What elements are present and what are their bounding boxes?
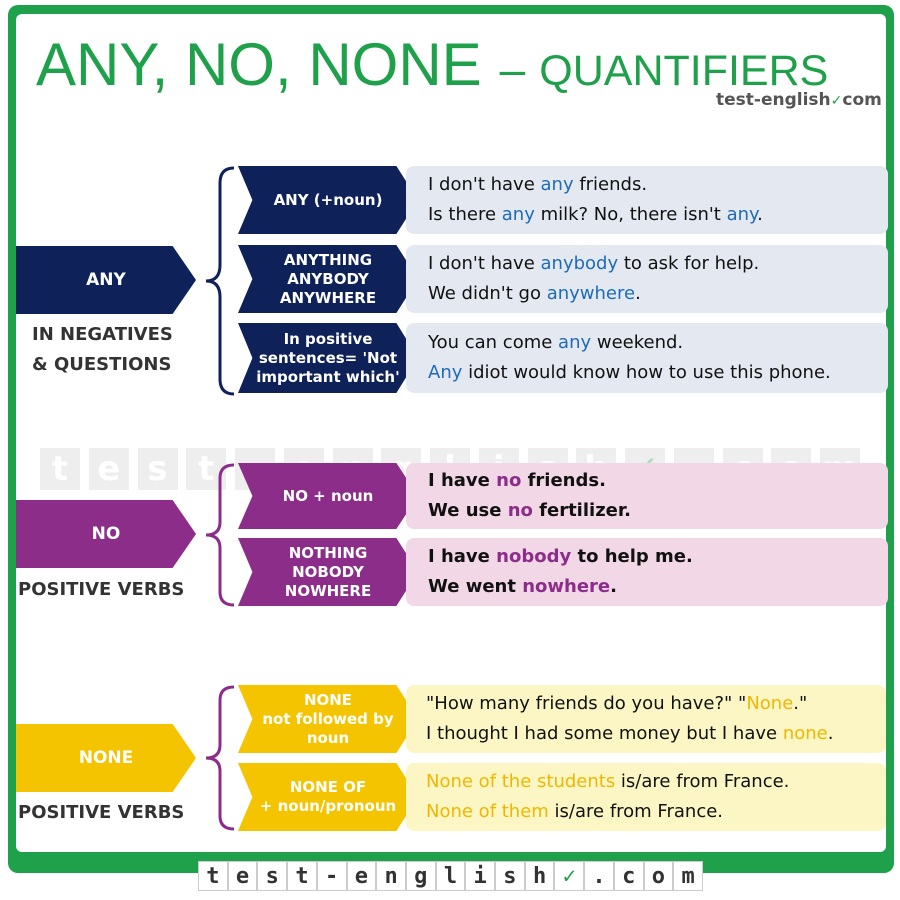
letter-tile: g	[405, 861, 436, 891]
letter-tile: .	[584, 861, 614, 891]
letter-tile: s	[495, 861, 525, 891]
check-icon: ✓	[554, 861, 585, 891]
letter-tile: t	[287, 861, 317, 891]
any-label: ANY	[16, 246, 196, 314]
check-icon: ✓	[830, 93, 843, 109]
letter-tile: i	[465, 861, 496, 891]
letter-tile: e	[346, 861, 377, 891]
example-line: I thought I had some money but I have no…	[426, 723, 834, 744]
example-line: Is there any milk? No, there isn't any.	[428, 204, 763, 225]
none-example-2: None of the students is/are from France.…	[406, 763, 886, 831]
letter-tile: -	[316, 861, 347, 891]
none-tag-2: NONE OF+ noun/pronoun	[238, 763, 418, 831]
example-line: I have nobody to help me.	[428, 546, 693, 567]
letter-tile: s	[257, 861, 288, 891]
example-line: "How many friends do you have?" "None."	[426, 693, 808, 714]
title-sub: QUANTIFIERS	[539, 47, 829, 95]
any-example-3: You can come any weekend. Any idiot woul…	[406, 323, 888, 393]
letter-tile: h	[524, 861, 555, 891]
any-usage: IN NEGATIVES& QUESTIONS	[32, 324, 173, 375]
letter-tile: n	[376, 861, 406, 891]
letter-tile: e	[227, 861, 258, 891]
letter-tile: l	[435, 861, 466, 891]
letter-tile: t	[40, 448, 80, 490]
any-brace	[205, 166, 235, 396]
example-line: We use no fertilizer.	[428, 500, 632, 521]
letter-tile: o	[643, 861, 674, 891]
none-label: NONE	[16, 724, 196, 792]
any-tag-1: ANY (+noun)	[238, 166, 418, 234]
example-line: You can come any weekend.	[428, 332, 684, 353]
example-line: We didn't go anywhere.	[428, 283, 641, 304]
no-brace	[205, 463, 235, 607]
none-example-1: "How many friends do you have?" "None." …	[406, 685, 886, 753]
letter-tile: c	[613, 861, 644, 891]
any-example-2: I don't have anybody to ask for help. We…	[406, 245, 888, 313]
example-line: We went nowhere.	[428, 576, 617, 597]
example-line: I have no friends.	[428, 470, 606, 491]
no-label: NO	[16, 500, 196, 568]
letter-tile: s	[137, 448, 178, 490]
example-line: I don't have any friends.	[428, 174, 648, 195]
page-title: ANY, NO, NONE–QUANTIFIERS	[36, 30, 828, 99]
no-example-2: I have nobody to help me. We went nowher…	[406, 538, 888, 606]
letter-tile: t	[198, 861, 228, 891]
title-main: ANY, NO, NONE	[36, 31, 482, 98]
any-example-1: I don't have any friends. Is there any m…	[406, 166, 888, 234]
letter-tile: e	[88, 448, 129, 490]
example-line: None of the students is/are from France.	[426, 771, 790, 792]
example-line: None of them is/are from France.	[426, 801, 724, 822]
letter-tile: m	[673, 861, 703, 891]
brand-logo: test-english✓com	[716, 90, 882, 110]
example-line: I don't have anybody to ask for help.	[428, 253, 760, 274]
none-usage: POSITIVE VERBS	[18, 802, 185, 823]
title-dash: –	[499, 43, 526, 95]
no-tag-1: NO + noun	[238, 463, 418, 529]
none-brace	[205, 685, 235, 831]
example-line: Any idiot would know how to use this pho…	[428, 362, 831, 383]
no-usage: POSITIVE VERBS	[18, 579, 185, 600]
no-example-1: I have no friends. We use no fertilizer.	[406, 463, 888, 529]
